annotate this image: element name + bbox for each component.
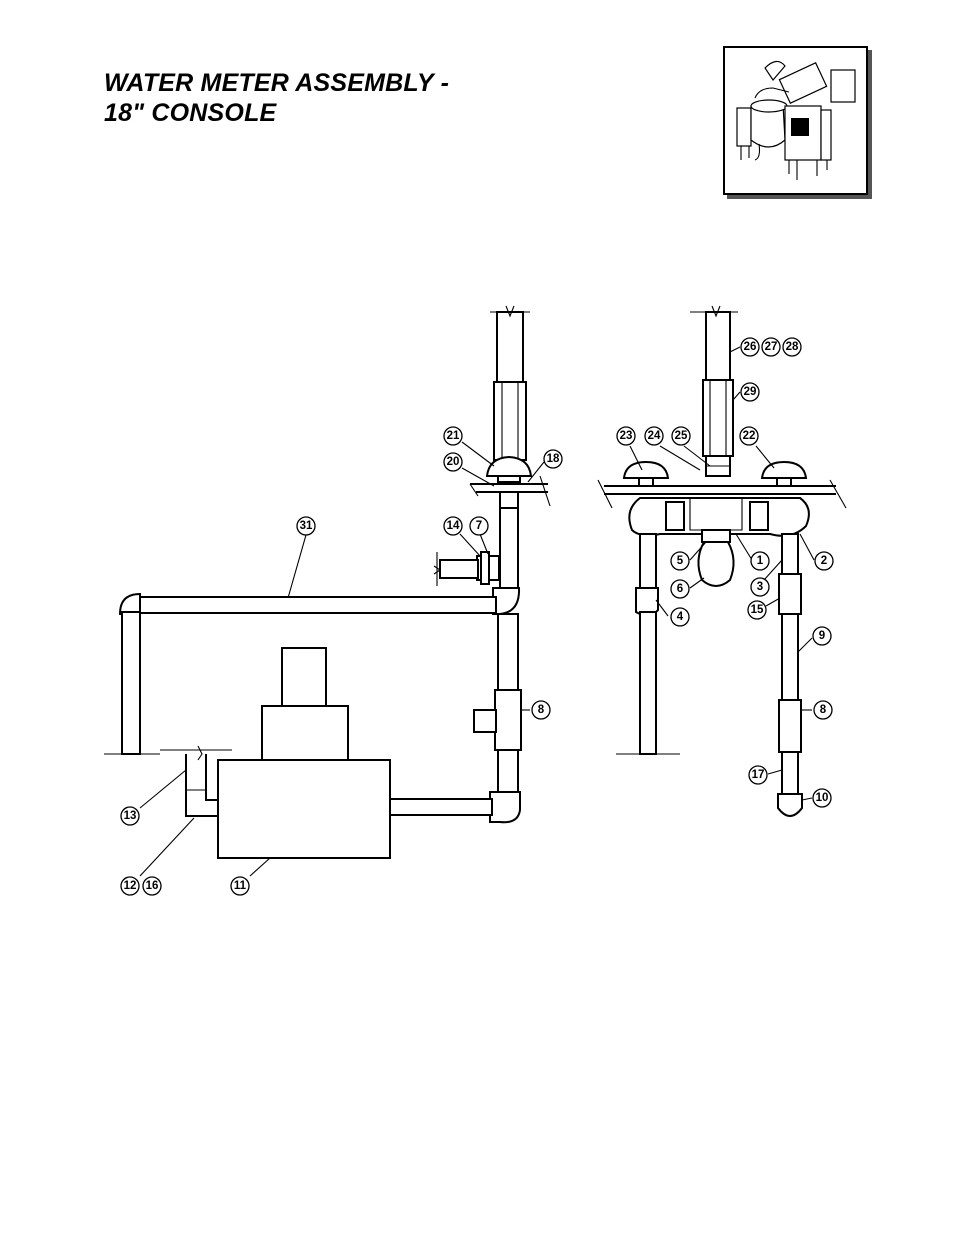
svg-text:15: 15 bbox=[751, 604, 764, 616]
kettle-console-location-icon bbox=[736, 60, 856, 180]
svg-text:13: 13 bbox=[124, 810, 137, 822]
callout-24: 24 bbox=[644, 426, 664, 446]
svg-text:9: 9 bbox=[819, 630, 825, 642]
callout-6: 6 bbox=[670, 579, 690, 599]
callout-22: 22 bbox=[739, 426, 759, 446]
callout-8-left: 8 bbox=[531, 700, 551, 720]
callout-11: 11 bbox=[230, 876, 250, 896]
svg-text:25: 25 bbox=[675, 430, 688, 442]
callout-7: 7 bbox=[469, 516, 489, 536]
svg-text:22: 22 bbox=[743, 430, 756, 442]
svg-text:3: 3 bbox=[757, 581, 763, 593]
svg-text:8: 8 bbox=[538, 704, 545, 716]
callout-15: 15 bbox=[747, 600, 767, 620]
callout-17: 17 bbox=[748, 765, 768, 785]
svg-text:2: 2 bbox=[821, 555, 827, 567]
page-title: WATER METER ASSEMBLY - 18" CONSOLE bbox=[104, 68, 449, 128]
svg-text:5: 5 bbox=[677, 555, 684, 567]
callout-18: 18 bbox=[543, 449, 563, 469]
callout-20: 20 bbox=[443, 452, 463, 472]
callout-14: 14 bbox=[443, 516, 463, 536]
svg-text:26: 26 bbox=[744, 341, 757, 353]
callout-9: 9 bbox=[812, 626, 832, 646]
callout-25: 25 bbox=[671, 426, 691, 446]
callout-27: 27 bbox=[761, 337, 781, 357]
svg-text:4: 4 bbox=[677, 611, 684, 623]
svg-text:11: 11 bbox=[234, 880, 247, 892]
callout-26: 26 bbox=[740, 337, 760, 357]
svg-text:16: 16 bbox=[146, 880, 159, 892]
svg-text:24: 24 bbox=[648, 430, 661, 442]
callout-10: 10 bbox=[812, 788, 832, 808]
svg-text:7: 7 bbox=[476, 520, 482, 532]
side-view bbox=[104, 305, 551, 859]
leader-lines bbox=[139, 346, 815, 877]
svg-text:17: 17 bbox=[752, 769, 765, 781]
callout-8-right: 8 bbox=[813, 700, 833, 720]
title-line-1: WATER METER ASSEMBLY - bbox=[104, 69, 450, 97]
svg-text:1: 1 bbox=[757, 555, 764, 567]
location-thumbnail bbox=[723, 46, 868, 195]
callout-28: 28 bbox=[782, 337, 802, 357]
svg-text:10: 10 bbox=[816, 792, 829, 804]
callout-31: 31 bbox=[296, 516, 316, 536]
svg-text:29: 29 bbox=[744, 386, 757, 398]
callout-4: 4 bbox=[670, 607, 690, 627]
callout-21: 21 bbox=[443, 426, 463, 446]
callout-3: 3 bbox=[750, 577, 770, 597]
svg-text:6: 6 bbox=[677, 583, 683, 595]
callout-13: 13 bbox=[120, 806, 140, 826]
svg-text:14: 14 bbox=[447, 520, 460, 532]
svg-text:23: 23 bbox=[620, 430, 633, 442]
svg-text:20: 20 bbox=[447, 456, 460, 468]
svg-text:12: 12 bbox=[124, 880, 137, 892]
callout-16: 16 bbox=[142, 876, 162, 896]
svg-text:28: 28 bbox=[786, 341, 799, 353]
front-view bbox=[597, 305, 847, 817]
callout-23: 23 bbox=[616, 426, 636, 446]
svg-text:27: 27 bbox=[765, 341, 778, 353]
svg-text:21: 21 bbox=[447, 430, 460, 442]
title-line-2: 18" CONSOLE bbox=[104, 99, 277, 127]
callout-1: 1 bbox=[750, 551, 770, 571]
callout-5: 5 bbox=[670, 551, 690, 571]
callout-2: 2 bbox=[814, 551, 834, 571]
svg-text:18: 18 bbox=[547, 453, 560, 465]
callout-29: 29 bbox=[740, 382, 760, 402]
svg-text:31: 31 bbox=[300, 520, 313, 532]
svg-text:8: 8 bbox=[820, 704, 827, 716]
callout-12: 12 bbox=[120, 876, 140, 896]
